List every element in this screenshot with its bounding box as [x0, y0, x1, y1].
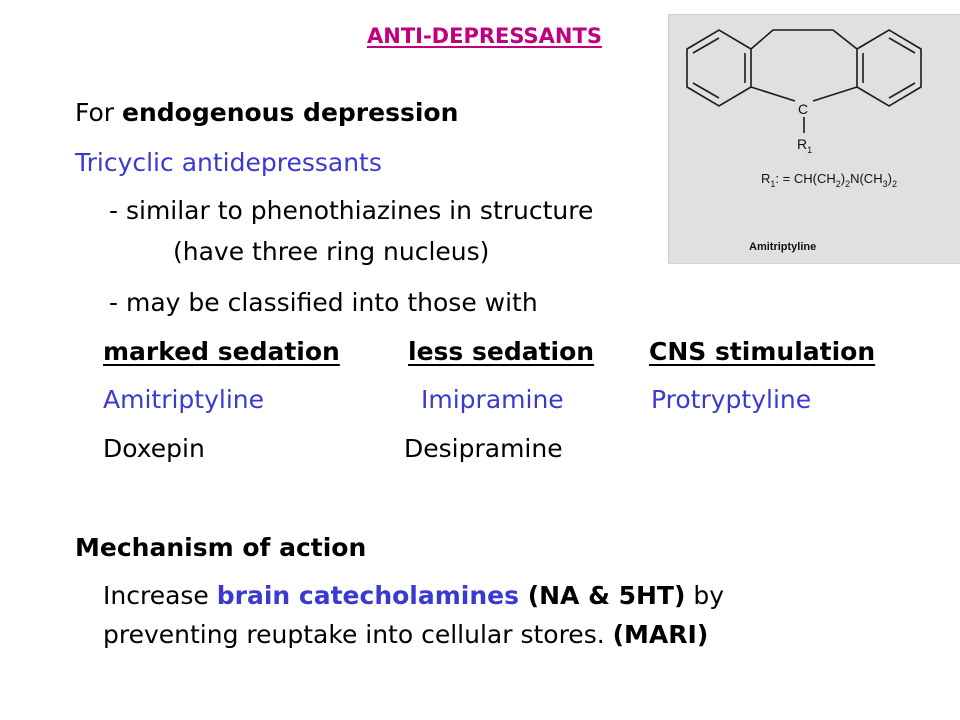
mechanism-line-1: Increase brain catecholamines (NA & 5HT)… — [103, 581, 724, 611]
indication-line: For endogenous depression — [75, 98, 458, 128]
atom-r1-label: R1 — [797, 136, 812, 155]
slide-title: ANTI-DEPRESSANTS — [367, 24, 602, 48]
r1-formula: R1: = CH(CH2)2N(CH3)2 — [761, 171, 897, 189]
classification-line: - may be classified into those with — [109, 288, 538, 317]
header-less-sedation: less sedation — [408, 337, 595, 366]
mechanism-mari: (MARI) — [612, 620, 709, 649]
header-marked-sedation: marked sedation — [103, 337, 340, 366]
atom-c-label: C — [798, 101, 808, 117]
mechanism-line-2: preventing reuptake into cellular stores… — [103, 620, 708, 650]
mechanism-text-d: by — [685, 581, 725, 610]
mechanism-na-5ht: (NA & 5HT) — [519, 581, 686, 610]
indication-bold: endogenous depression — [122, 98, 459, 127]
drug-desipramine: Desipramine — [404, 434, 563, 463]
drug-doxepin: Doxepin — [103, 434, 205, 463]
left-benzene-ring — [686, 29, 752, 107]
mechanism-text-e: preventing reuptake into cellular stores… — [103, 620, 613, 649]
drug-class-heading: Tricyclic antidepressants — [75, 148, 382, 177]
header-cns-stimulation: CNS stimulation — [649, 337, 876, 366]
indication-prefix: For — [75, 98, 123, 127]
drug-imipramine: Imipramine — [421, 385, 564, 414]
amitriptyline-structure-image: C R1 R1: = CH(CH2)2N(CH3)2 Amitriptyline — [668, 14, 960, 264]
drug-protryptyline: Protryptyline — [651, 385, 812, 414]
structure-caption: Amitriptyline — [749, 241, 816, 253]
mechanism-text-a: Increase — [103, 581, 217, 610]
mechanism-catecholamines: brain catecholamines — [216, 581, 519, 610]
structure-diagram: C R1 R1: = CH(CH2)2N(CH3)2 Amitriptyline — [686, 29, 922, 253]
drug-amitriptyline: Amitriptyline — [103, 385, 265, 414]
ring-nucleus-line: (have three ring nucleus) — [173, 237, 490, 266]
mechanism-heading: Mechanism of action — [75, 533, 367, 562]
right-benzene-ring — [856, 29, 922, 107]
structure-similarity-line: - similar to phenothiazines in structure — [109, 196, 594, 225]
